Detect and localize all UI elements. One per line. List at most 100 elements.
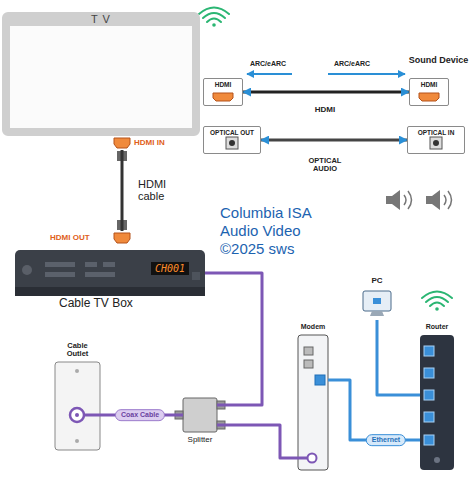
- wifi-arc: [430, 303, 444, 307]
- cable-connector: [217, 425, 298, 458]
- hdmi-in-port: HDMI IN: [112, 136, 184, 150]
- splitter: Splitter: [183, 398, 217, 432]
- sound-wave: [404, 191, 412, 209]
- cable-label-holder: Coax Cable: [115, 409, 165, 421]
- device-label: Sound Device: [405, 56, 472, 66]
- arc-arrow: [247, 73, 292, 75]
- cable-connector: [261, 139, 407, 142]
- optical-port-icon: [430, 137, 442, 149]
- coax-stub: [84, 414, 100, 417]
- cable-label-holder: HDMI cable: [138, 178, 178, 202]
- wifi-arc: [422, 292, 452, 299]
- hdmi-port: HDMI: [409, 78, 449, 106]
- wifi-dot: [435, 307, 439, 311]
- button: [45, 262, 75, 267]
- device-label: Router: [420, 323, 454, 331]
- pc-port: [373, 298, 381, 304]
- signal-name: ARC/eARC: [334, 60, 370, 68]
- cable-label: Ethernet: [366, 434, 406, 446]
- speaker-body: [426, 190, 440, 210]
- cable-connector: [243, 91, 409, 94]
- cable-label-holder: HDMI: [313, 106, 337, 115]
- label-holder: ©2025 sws: [220, 241, 294, 258]
- ethernet-port: [315, 375, 325, 385]
- power-button: [434, 457, 440, 463]
- cable-outlet: Cable Outlet: [55, 362, 100, 450]
- optical-port-hole: [229, 140, 235, 146]
- cable-label: Coax Cable: [115, 409, 165, 421]
- port-label: OPTICAL OUT: [210, 129, 254, 136]
- speaker: [386, 190, 452, 210]
- hdmi-out-port: HDMI OUT: [48, 231, 135, 245]
- screw: [75, 439, 79, 443]
- coax-outlet: [70, 408, 84, 422]
- wifi-symbol: [422, 292, 452, 311]
- device-label: Cable Outlet: [61, 342, 95, 359]
- credit-note: Columbia ISA: [220, 205, 312, 222]
- router-body: [420, 335, 454, 470]
- port-panel: [407, 126, 465, 154]
- wifi-arc: [203, 13, 225, 18]
- coax-port: [308, 454, 317, 463]
- ethernet-port: [424, 412, 434, 422]
- cable-label-holder: OPTICAL AUDIO: [303, 157, 347, 174]
- pc-stand: [370, 311, 384, 316]
- hdmi-port-icon: [419, 93, 439, 101]
- port-panel: [203, 126, 261, 154]
- port-label: HDMI IN: [112, 136, 184, 150]
- router: Router: [420, 335, 454, 470]
- device-label: PC: [362, 277, 392, 286]
- wifi-arc: [207, 19, 221, 23]
- splitter-body: [183, 398, 217, 432]
- optical-port: OPTICAL IN: [407, 126, 465, 154]
- cable-connector: [205, 273, 262, 405]
- port-panel: [409, 78, 449, 106]
- speaker-body: [386, 190, 400, 210]
- modem-port: [304, 360, 313, 368]
- port-label: HDMI: [421, 81, 438, 88]
- ethernet-port: [424, 435, 434, 445]
- modem: Modem: [298, 335, 328, 470]
- button: [85, 272, 115, 277]
- hdmi-port-icon: [213, 93, 233, 101]
- pc-monitor: [363, 291, 391, 311]
- optical-port-icon: [226, 137, 238, 149]
- cable-connector: [121, 150, 124, 231]
- port-panel: [203, 78, 243, 106]
- wifi-arc: [426, 297, 448, 302]
- cable-tv-box: CH001Cable TV Box: [15, 250, 205, 296]
- optical-port-hole: [433, 140, 439, 146]
- wifi-arc: [199, 8, 229, 15]
- cable-label: OPTICAL AUDIO: [303, 157, 347, 174]
- sound-device: HDMI OPTICAL IN Sound Device: [405, 56, 472, 156]
- button: [85, 262, 97, 267]
- cable-box-body: [15, 250, 205, 296]
- device-label: CH001: [151, 262, 189, 275]
- cable-box-jack: [192, 272, 200, 280]
- ethernet-port: [424, 390, 434, 400]
- coax-pin: [75, 413, 79, 417]
- device-label: Splitter: [183, 436, 217, 445]
- wifi-dot: [212, 23, 216, 27]
- device-label: Modem: [298, 323, 328, 331]
- cable-box-buttons: [45, 262, 115, 277]
- cable-connector: [328, 380, 420, 440]
- hdmi-out-port: [114, 233, 130, 243]
- tv-label: T V: [10, 13, 192, 25]
- router-ports: [424, 346, 434, 445]
- cable-box-base: [15, 287, 205, 296]
- sound-wave: [444, 191, 452, 209]
- cable-connector: [377, 320, 420, 395]
- port-label: HDMI OUT: [48, 231, 135, 245]
- device-label: Cable TV Box: [59, 297, 133, 310]
- label-holder: ARC/eARC: [250, 60, 286, 68]
- pc: PC: [362, 290, 392, 320]
- cable-label: HDMI cable: [138, 178, 178, 202]
- port-label: OPTICAL IN: [418, 129, 455, 136]
- label-holder: Audio Video: [220, 223, 301, 240]
- cable-label-holder: Ethernet: [366, 434, 406, 446]
- screw: [75, 369, 79, 373]
- arc-arrow: [328, 73, 405, 75]
